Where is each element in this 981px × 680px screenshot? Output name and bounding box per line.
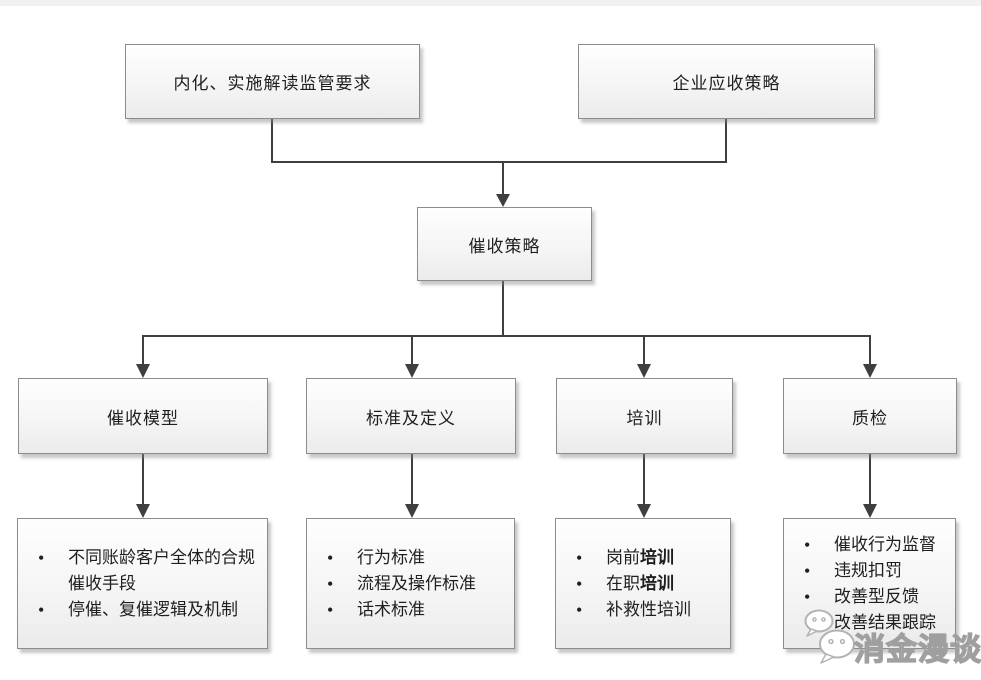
standards-detail-list: 行为标准流程及操作标准话术标准 <box>307 519 514 648</box>
top-gray-strip <box>0 0 981 6</box>
node-enterprise-receivables-strategy: 企业应收策略 <box>578 44 875 119</box>
node-strategy-label: 催收策略 <box>468 236 541 256</box>
bullet-item: 停催、复催逻辑及机制 <box>18 597 261 623</box>
detail-box-training: 岗前培训在职培训补救性培训 <box>555 518 731 649</box>
node-training: 培训 <box>556 378 733 454</box>
arrowhead-qc <box>863 364 877 378</box>
detail-box-quality-inspection: 催收行为监督违规扣罚改善型反馈改善结果跟踪 <box>783 518 956 649</box>
arrowhead-training-detail <box>637 504 651 518</box>
bullet-item: 补救性培训 <box>556 597 724 623</box>
arrowhead-standards <box>405 364 419 378</box>
node-regulatory-requirements: 内化、实施解读监管要求 <box>125 44 420 119</box>
model-detail-list: 不同账龄客户全体的合规催收手段停催、复催逻辑及机制 <box>18 519 267 648</box>
detail-box-standards: 行为标准流程及操作标准话术标准 <box>306 518 515 649</box>
node-qc-label: 质检 <box>852 408 888 428</box>
node-collection-model: 催收模型 <box>18 378 268 454</box>
node-regulatory-label: 内化、实施解读监管要求 <box>173 74 372 93</box>
arrowhead-training <box>637 364 651 378</box>
bullet-item: 违规扣罚 <box>784 558 949 584</box>
arrowhead-qc-detail <box>863 504 877 518</box>
node-training-label: 培训 <box>626 408 663 428</box>
bullet-item: 岗前培训 <box>556 545 724 571</box>
bullet-item: 改善型反馈 <box>784 584 949 610</box>
node-quality-inspection: 质检 <box>783 378 957 454</box>
node-enterprise-label: 企业应收策略 <box>672 74 781 93</box>
training-detail-list: 岗前培训在职培训补救性培训 <box>556 519 730 648</box>
connector-detail-stems <box>142 454 871 505</box>
bullet-item: 流程及操作标准 <box>307 571 508 597</box>
bullet-item: 行为标准 <box>307 545 508 571</box>
arrowhead-model-detail <box>136 504 150 518</box>
node-collection-strategy: 催收策略 <box>417 207 592 281</box>
node-standards-label: 标准及定义 <box>366 408 456 428</box>
bullet-item: 催收行为监督 <box>784 532 949 558</box>
bullet-item: 在职培训 <box>556 571 724 597</box>
detail-box-collection-model: 不同账龄客户全体的合规催收手段停催、复催逻辑及机制 <box>17 518 268 649</box>
bullet-item: 改善结果跟踪 <box>784 610 949 636</box>
arrowhead-standards-detail <box>405 504 419 518</box>
bullet-item: 不同账龄客户全体的合规催收手段 <box>18 545 261 597</box>
arrowhead-strategy <box>496 194 510 207</box>
connector-branch-bus <box>142 281 871 365</box>
qc-detail-list: 催收行为监督违规扣罚改善型反馈改善结果跟踪 <box>784 519 955 648</box>
connector-top-join <box>271 119 727 163</box>
node-standards-definitions: 标准及定义 <box>306 378 516 454</box>
arrowhead-model <box>136 364 150 378</box>
node-model-label: 催收模型 <box>107 408 179 428</box>
bullet-item: 话术标准 <box>307 597 508 623</box>
